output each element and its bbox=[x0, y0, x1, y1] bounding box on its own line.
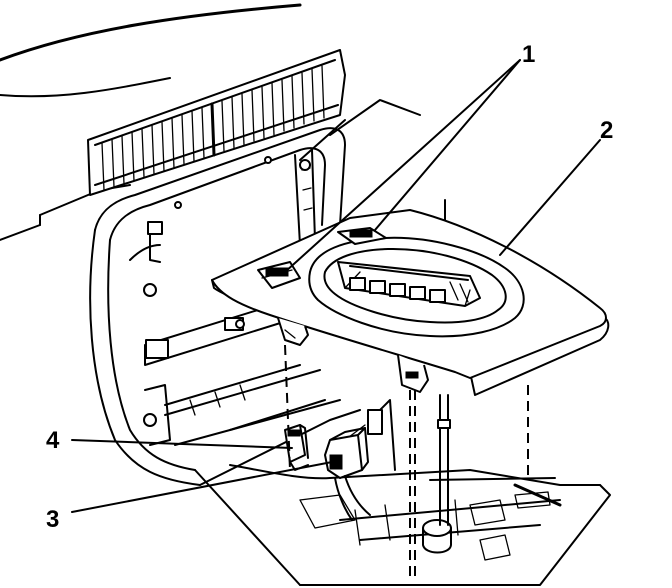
wiring-connector bbox=[324, 427, 371, 521]
dashboard-outline bbox=[0, 3, 421, 241]
console-trim-plate bbox=[211, 209, 610, 396]
callout-4-label: 4 bbox=[46, 427, 60, 454]
callout-1-label: 1 bbox=[522, 41, 535, 68]
callout-3-label: 3 bbox=[46, 506, 59, 533]
instrument-panel-frame bbox=[89, 127, 346, 486]
air-vent-grille bbox=[87, 49, 346, 196]
shift-lever bbox=[437, 199, 451, 526]
callout-2-label: 2 bbox=[600, 117, 613, 144]
callout-leaders bbox=[71, 59, 601, 513]
console-base bbox=[174, 399, 611, 586]
